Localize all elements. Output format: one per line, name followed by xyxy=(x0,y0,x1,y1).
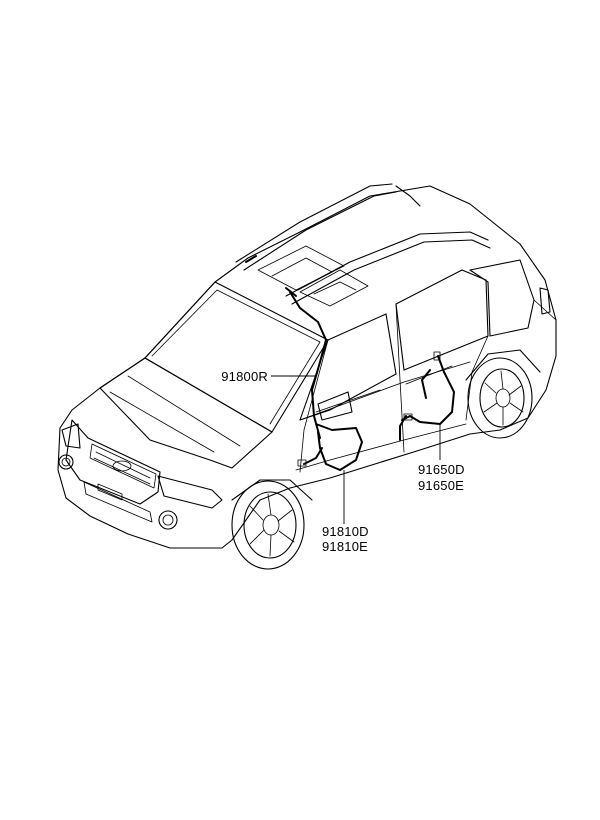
callout-91810d-91810e[interactable]: 91810D 91810E xyxy=(322,470,369,554)
part-number-label: 91650E xyxy=(418,478,464,493)
harness-rear-door xyxy=(399,351,455,441)
harness-front-door xyxy=(297,423,363,471)
part-number-label: 91810D xyxy=(322,524,369,539)
callout-91800r[interactable]: 91800R xyxy=(221,369,316,384)
vehicle-illustration xyxy=(57,183,557,570)
callout-91650d-91650e[interactable]: 91650D 91650E xyxy=(418,424,465,493)
part-number-label: 91650D xyxy=(418,462,465,477)
harness-roof xyxy=(245,255,327,439)
part-number-label: 91810E xyxy=(322,539,368,554)
part-number-label: 91800R xyxy=(221,369,268,384)
